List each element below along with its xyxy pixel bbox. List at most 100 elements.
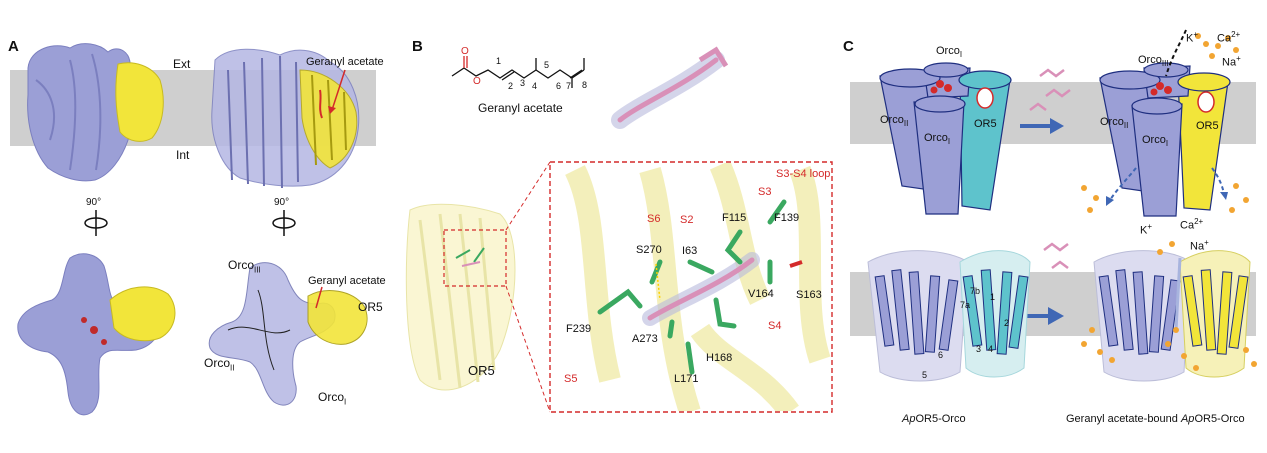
carbon-4: 4 [532, 81, 538, 91]
label-rotation-right: 90° [274, 197, 290, 208]
carbon-1: 1 [496, 56, 502, 66]
panel-letter-b: B [412, 38, 423, 55]
pocket-detail [564, 163, 831, 411]
ligand-arrow-top [331, 69, 346, 111]
residue-f115: F115 [722, 212, 747, 224]
ligand-arrow-top-head [328, 106, 336, 114]
label-orco-ii: OrcoII [204, 356, 235, 373]
caption-bound: Geranyl acetate-bound ApOR5-Orco [1066, 413, 1245, 425]
helix-num-2: 2 [1004, 318, 1010, 328]
label-ligand-bottom: Geranyl acetate [308, 275, 386, 287]
helices-orco-apo [874, 269, 959, 355]
label-orco-iii: OrcoIII [228, 258, 261, 275]
label-ligand-top: Geranyl acetate [306, 56, 384, 68]
helix-num-3: 3 [976, 344, 982, 354]
rotation-icon-left [84, 210, 108, 236]
floating-ligands-bottom [1043, 242, 1069, 269]
ligand-density-mesh [611, 46, 729, 129]
ion-exit-left [1109, 167, 1137, 201]
helix-num-6: 6 [938, 350, 944, 360]
helices-or5-bound [1182, 269, 1249, 355]
small-pocket-residues [455, 247, 485, 267]
residue-v164: V164 [748, 288, 774, 300]
ions-top [1195, 33, 1239, 59]
label-orco-ii-left: OrcoII [880, 114, 909, 129]
ion-exit-left-head [1106, 196, 1114, 206]
label-orco-i-right: OrcoI [1142, 134, 1169, 149]
label-potassium-2: K+ [1140, 222, 1153, 237]
label-sodium-2: Na+ [1190, 238, 1209, 253]
zoom-line-bottom [505, 285, 551, 413]
ions-bottom [1081, 241, 1257, 371]
density-map-top-view [17, 253, 176, 416]
floating-ligands-top [1029, 68, 1071, 111]
label-potassium: K+ [1186, 30, 1199, 45]
helix-s6: S6 [647, 213, 661, 225]
helix-num-1: 1 [990, 292, 996, 302]
residue-a273: A273 [632, 333, 658, 345]
label-orco-iii-right: OrcoIII [1138, 54, 1169, 69]
density-map-side-view [27, 43, 164, 182]
helix-s2: S2 [680, 214, 694, 226]
residue-l171: L171 [674, 373, 699, 385]
label-compound: Geranyl acetate [478, 101, 563, 115]
ion-flow-line [1174, 257, 1182, 331]
helix-num-5: 5 [922, 370, 928, 380]
rotation-icon-right [272, 210, 296, 236]
zoom-box-small [443, 229, 507, 287]
label-orco-ii-right: OrcoII [1100, 116, 1129, 131]
panel-letter-c: C [843, 38, 854, 55]
cartoon-model-top-view [208, 262, 368, 406]
panel-letter-a: A [8, 38, 19, 55]
label-calcium: Ca2+ [1217, 30, 1241, 45]
carbon-3: 3 [520, 78, 526, 88]
label-orco-i: OrcoI [318, 390, 347, 407]
label-or5-left: OR5 [974, 118, 997, 130]
residue-i63: I63 [682, 245, 698, 257]
residue-s270: S270 [636, 244, 662, 256]
helices-orco-bound [1098, 269, 1181, 355]
residue-s163: S163 [796, 289, 822, 301]
helix-s3s4-loop: S3-S4 loop [776, 168, 831, 180]
carbon-5: 5 [544, 60, 550, 70]
channel-open-cartoon [1099, 62, 1231, 217]
label-rotation-left: 90° [86, 197, 102, 208]
helices-or5-apo [962, 269, 1029, 355]
residue-h168: H168 [706, 352, 733, 364]
ester-oxygen-2: O [473, 76, 481, 87]
channel-closed-cartoon [879, 62, 1012, 215]
geranyl-acetate-structure [451, 56, 585, 88]
or5-small-ribbon [405, 203, 516, 391]
label-calcium-2: Ca2+ [1180, 217, 1204, 232]
label-or5-right: OR5 [1196, 120, 1219, 132]
carbon-2: 2 [508, 81, 514, 91]
ion-exit-right [1211, 167, 1225, 195]
carbon-7: 7 [566, 81, 572, 91]
label-ext: Ext [173, 57, 191, 71]
helix-num-7a: 7a [960, 300, 971, 310]
ester-oxygen-1: O [461, 46, 469, 57]
label-or5-b: OR5 [468, 363, 495, 378]
residue-f139: F139 [774, 212, 800, 224]
transition-arrow-top [1020, 118, 1064, 134]
label-sodium: Na+ [1222, 54, 1241, 69]
residue-f239: F239 [566, 323, 592, 335]
label-int: Int [176, 148, 190, 162]
zoom-line-top [505, 161, 551, 231]
label-orco-i-left: OrcoI [924, 132, 951, 147]
helix-num-4: 4 [988, 344, 994, 354]
cartoon-model-side-view [211, 48, 360, 189]
ion-entry-path [1165, 29, 1187, 77]
caption-apo: ApOR5-Orco [902, 413, 966, 425]
ions-exit [1081, 183, 1249, 213]
helix-s5: S5 [564, 373, 578, 385]
ion-exit-right-head [1220, 192, 1228, 200]
carbon-6: 6 [556, 81, 562, 91]
label-orco-i-top: OrcoI [936, 45, 963, 60]
label-or5-a: OR5 [358, 300, 383, 314]
helix-s3: S3 [758, 186, 772, 198]
helix-num-7b: 7b [970, 286, 981, 296]
helix-s4: S4 [768, 320, 782, 332]
carbon-8: 8 [582, 80, 588, 90]
